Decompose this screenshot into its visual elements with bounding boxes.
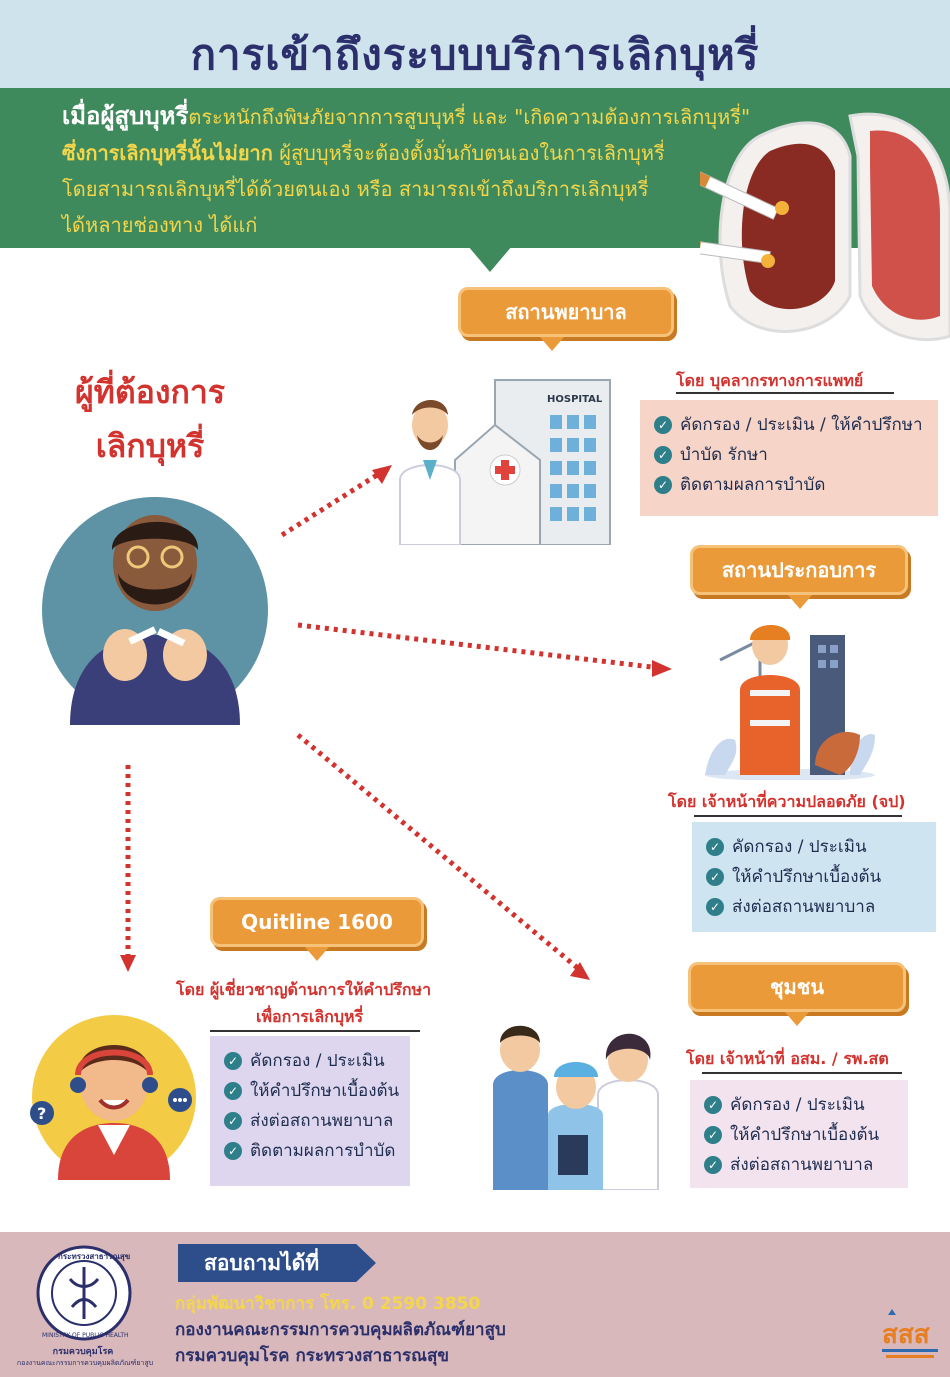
check-icon: ✓ bbox=[224, 1112, 242, 1130]
community-by-underline bbox=[702, 1072, 902, 1074]
svg-text:?: ? bbox=[37, 1104, 46, 1123]
hospital-illustration: HOSPITAL bbox=[399, 379, 611, 545]
quitline-label: Quitline 1600 bbox=[210, 897, 424, 947]
check-icon: ✓ bbox=[224, 1082, 242, 1100]
seal-top-text: กระทรวงสาธารณสุข bbox=[58, 1252, 130, 1262]
contact-office: กองงานคณะกรรมการควบคุมผลิตภัณฑ์ยาสูบ bbox=[175, 1320, 506, 1340]
smoker-illustration bbox=[42, 497, 268, 725]
contact-tag-text: สอบถามได้ที่ bbox=[204, 1250, 320, 1275]
hospital-label: สถานพยาบาล bbox=[458, 287, 674, 337]
community-health-workers-illustration bbox=[493, 1025, 659, 1190]
quitline-label-pointer bbox=[305, 947, 329, 961]
seal-caption-1: กรมควบคุมโรค bbox=[52, 1347, 114, 1357]
hospital-by: โดย บุคลากรทางการแพทย์ bbox=[676, 371, 864, 390]
seal-caption-2: กองงานคณะกรรมการควบคุมผลิตภัณฑ์ยาสูบ bbox=[16, 1359, 154, 1367]
contact-phone: กลุ่มพัฒนาวิชาการ โทร. 0 2590 3850 bbox=[175, 1294, 481, 1314]
arrow-to-hospital bbox=[280, 467, 387, 538]
sss-logo: สสส bbox=[882, 1309, 938, 1358]
list-item: ✓คัดกรอง / ประเมิน bbox=[224, 1046, 396, 1076]
intro-line2-rest: ผู้สูบบุหรี่จะต้องตั้งมั่นกับตนเองในการเ… bbox=[272, 141, 665, 165]
check-icon: ✓ bbox=[706, 898, 724, 916]
call-agent-illustration: ? bbox=[30, 1015, 196, 1180]
workplace-label: สถานประกอบการ bbox=[690, 545, 908, 595]
hospital-label-text: สถานพยาบาล bbox=[505, 300, 627, 324]
community-by: โดย เจ้าหน้าที่ อสม. / รพ.สต bbox=[686, 1049, 889, 1068]
list-item: ✓คัดกรอง / ประเมิน bbox=[706, 832, 922, 862]
intro-line1-bold: เมื่อผู้สูบบุหรี่ bbox=[62, 102, 189, 130]
hospital-by-underline bbox=[676, 392, 894, 394]
footer-band bbox=[0, 1232, 950, 1377]
list-item: ✓ส่งต่อสถานพยาบาล bbox=[224, 1106, 396, 1136]
intro-line1-rest: ตระหนักถึงพิษภัยจากการสูบบุหรี่ และ "เกิ… bbox=[188, 105, 751, 129]
intro-line4: ได้หลายช่องทาง ได้แก่ bbox=[62, 213, 258, 237]
check-icon: ✓ bbox=[224, 1142, 242, 1160]
intro-line2-bold: ซึ่งการเลิกบุหรี่นั้นไม่ยาก bbox=[62, 141, 273, 165]
check-icon: ✓ bbox=[704, 1126, 722, 1144]
workplace-label-pointer bbox=[788, 595, 812, 609]
list-item: ✓ให้คำปรึกษาเบื้องต้น bbox=[706, 862, 922, 892]
question-bubble-icon bbox=[30, 1101, 54, 1125]
intro-line3: โดยสามารถเลิกบุหรี่ได้ด้วยตนเอง หรือ สาม… bbox=[62, 177, 649, 201]
workplace-by-underline bbox=[694, 815, 902, 817]
lung-illustration bbox=[700, 112, 950, 342]
community-label: ชุมชน bbox=[688, 962, 906, 1012]
list-item: ✓ติดตามผลการบำบัด bbox=[654, 470, 924, 500]
check-icon: ✓ bbox=[224, 1052, 242, 1070]
list-item: ✓ส่งต่อสถานพยาบาล bbox=[706, 892, 922, 922]
worker-illustration bbox=[705, 625, 875, 780]
sss-logo-text: สสส bbox=[882, 1320, 930, 1350]
ministry-seal: กระทรวงสาธารณสุข MINISTRY OF PUBLIC HEAL… bbox=[36, 1245, 132, 1341]
who-title-line1: ผู้ที่ต้องการ bbox=[75, 373, 225, 411]
check-icon: ✓ bbox=[704, 1096, 722, 1114]
quitline-by-line2: เพื่อการเลิกบุหรี่ bbox=[256, 1007, 364, 1026]
community-label-text: ชุมชน bbox=[769, 975, 824, 999]
quitline-services: ✓คัดกรอง / ประเมิน ✓ให้คำปรึกษาเบื้องต้น… bbox=[210, 1036, 410, 1186]
hospital-services: ✓คัดกรอง / ประเมิน / ให้คำปรึกษา ✓บำบัด … bbox=[640, 400, 938, 516]
list-item: ✓ติดตามผลการบำบัด bbox=[224, 1136, 396, 1166]
quitline-label-text: Quitline 1600 bbox=[241, 910, 393, 934]
hospital-sign: HOSPITAL bbox=[547, 394, 603, 405]
quitline-by-underline bbox=[210, 1030, 420, 1032]
workplace-label-text: สถานประกอบการ bbox=[721, 558, 877, 582]
page-title: การเข้าถึงระบบบริการเลิกบุหรี่ bbox=[190, 30, 760, 79]
list-item: ✓บำบัด รักษา bbox=[654, 440, 924, 470]
check-icon: ✓ bbox=[706, 868, 724, 886]
who-title-line2: เลิกบุหรี่ bbox=[95, 427, 205, 465]
contact-department: กรมควบคุมโรค กระทรวงสาธารณสุข bbox=[175, 1346, 449, 1366]
check-icon: ✓ bbox=[654, 416, 672, 434]
contact-tag: สอบถามได้ที่ bbox=[178, 1244, 376, 1282]
header-band bbox=[0, 0, 950, 88]
list-item: ✓ให้คำปรึกษาเบื้องต้น bbox=[224, 1076, 399, 1106]
check-icon: ✓ bbox=[704, 1156, 722, 1174]
workplace-by: โดย เจ้าหน้าที่ความปลอดภัย (จป) bbox=[668, 792, 906, 811]
check-icon: ✓ bbox=[654, 446, 672, 464]
who-title: ผู้ที่ต้องการ เลิกบุหรี่ bbox=[50, 365, 250, 473]
intro-pointer bbox=[468, 246, 512, 272]
workplace-services: ✓คัดกรอง / ประเมิน ✓ให้คำปรึกษาเบื้องต้น… bbox=[692, 822, 936, 932]
list-item: ✓คัดกรอง / ประเมิน / ให้คำปรึกษา bbox=[654, 410, 924, 440]
list-item: ✓คัดกรอง / ประเมิน bbox=[704, 1090, 894, 1120]
hospital-label-pointer bbox=[540, 337, 564, 351]
community-label-pointer bbox=[785, 1012, 809, 1026]
seal-bottom-text: MINISTRY OF PUBLIC HEALTH bbox=[42, 1332, 129, 1339]
check-icon: ✓ bbox=[706, 838, 724, 856]
list-item: ✓ให้คำปรึกษาเบื้องต้น bbox=[704, 1120, 894, 1150]
list-item: ✓ส่งต่อสถานพยาบาล bbox=[704, 1150, 894, 1180]
quitline-by-line1: โดย ผู้เชี่ยวชาญด้านการให้คำปรึกษา bbox=[176, 980, 432, 999]
arrow-to-workplace bbox=[297, 622, 661, 671]
community-services: ✓คัดกรอง / ประเมิน ✓ให้คำปรึกษาเบื้องต้น… bbox=[690, 1080, 908, 1188]
check-icon: ✓ bbox=[654, 476, 672, 494]
intro-text: เมื่อผู้สูบบุหรี่ตระหนักถึงพิษภัยจากการส… bbox=[62, 98, 762, 243]
